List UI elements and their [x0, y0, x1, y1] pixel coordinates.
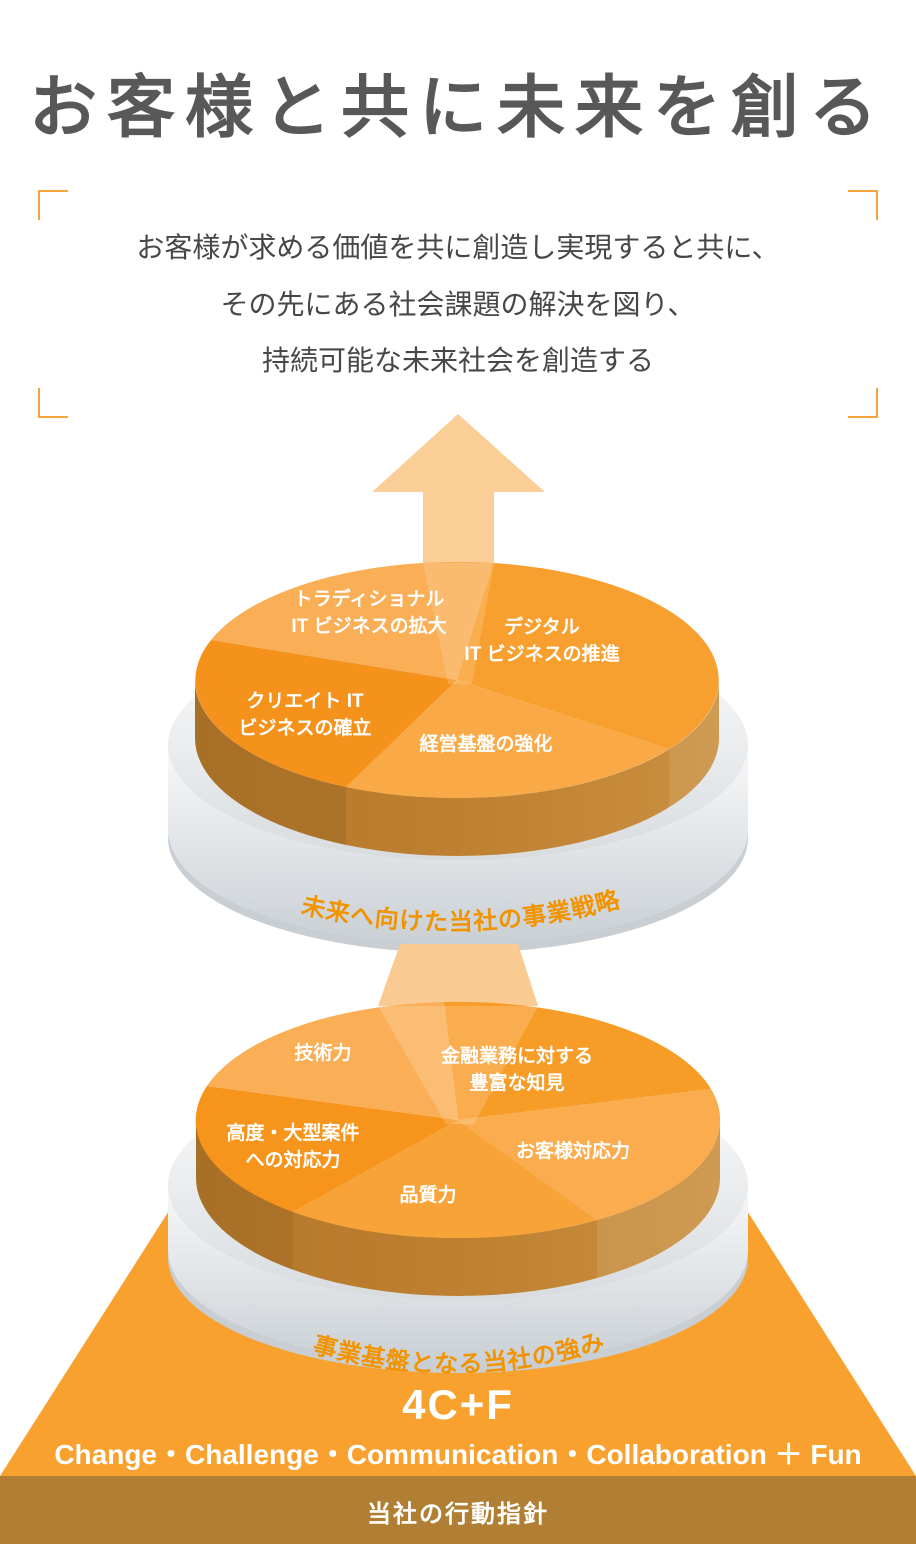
corner-bracket-bottom-left-icon	[38, 388, 68, 418]
light-beam-on-strengths-disc	[378, 1006, 538, 1124]
strengths-disc-side-highlight	[597, 1120, 720, 1278]
strengths-label-financial-knowledge: 金融業務に対する 豊富な知見	[440, 1046, 594, 1094]
strengths-label-customer-response: お客様対応力	[515, 1141, 631, 1162]
strategy-label-management-base: 経営基盤の強化	[419, 734, 553, 755]
strengths-slice-large-projects	[195, 1086, 459, 1212]
strategy-slice-traditional-it	[211, 561, 493, 680]
corner-bracket-top-right-icon	[848, 190, 878, 220]
strategy-label-traditional-it: トラディショナル IT ビジネスの拡大	[291, 589, 447, 637]
strategy-slice-create-it	[195, 640, 457, 787]
strengths-slice-technology	[207, 1002, 458, 1120]
strengths-slice-customer-response	[458, 1089, 721, 1220]
strengths-slice-financial-knowledge	[444, 1001, 711, 1120]
corner-bracket-bottom-right-icon	[848, 388, 878, 418]
strengths-disc	[195, 1001, 721, 1296]
foundation-heading: 4C+F	[402, 1381, 514, 1428]
strategy-disc-side-highlight	[669, 680, 719, 807]
vision-line-2: その先にある社会課題の解決を図り、	[220, 289, 696, 320]
strengths-disc-side	[196, 1120, 720, 1296]
vision-line-1: お客様が求める価値を共に創造し実現すると共に、	[136, 232, 780, 263]
strategy-disc-side-shade	[194, 680, 346, 845]
strengths-label-large-projects: 高度・大型案件 への対応力	[226, 1123, 360, 1171]
light-beam	[378, 944, 538, 1006]
strategy-disc-side	[195, 680, 719, 856]
strategy-disc	[194, 561, 719, 856]
page-title: お客様と共に未来を創る	[28, 69, 887, 146]
strategy-label-digital-it: デジタル IT ビジネスの推進	[464, 617, 620, 665]
foundation-values: Change・Challenge・Communication・Collabora…	[54, 1439, 862, 1470]
base-bar-caption: 当社の行動指針	[367, 1501, 549, 1528]
base-bar	[0, 1476, 916, 1544]
vision-line-3: 持続可能な未来社会を創造する	[261, 345, 654, 376]
up-arrow-icon	[372, 414, 545, 580]
corner-bracket-top-left-icon	[38, 190, 68, 220]
strategy-label-create-it: クリエイト IT ビジネスの確立	[238, 691, 372, 739]
strengths-disc-side-shade	[195, 1120, 293, 1270]
strengths-label-quality: 品質力	[399, 1185, 457, 1206]
strengths-label-technology: 技術力	[294, 1043, 352, 1064]
strengths-slice-quality	[293, 1120, 597, 1239]
vision-statement-block: お客様が求める価値を共に創造し実現すると共に、 その先にある社会課題の解決を図り…	[38, 190, 878, 418]
strategy-slice-digital-it	[457, 563, 719, 749]
arrow-beam-on-strategy-disc	[423, 563, 494, 684]
strategy-slice-management-base	[346, 680, 669, 799]
